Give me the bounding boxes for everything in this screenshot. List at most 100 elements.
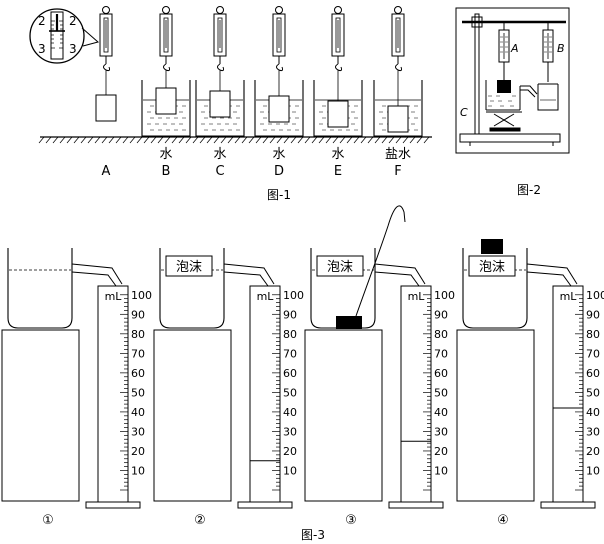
step-number: ① — [42, 513, 54, 528]
foam-label: 泡沫 — [176, 260, 202, 275]
metal-block — [209, 90, 231, 118]
tick-label: 30 — [131, 425, 145, 438]
tick-label: 60 — [131, 367, 145, 380]
support-block — [304, 329, 383, 502]
step-number: ② — [194, 513, 206, 528]
label-c: C — [460, 106, 468, 119]
spring-scale-b — [542, 22, 554, 82]
tick-label: 40 — [131, 406, 145, 419]
tick-label: 70 — [586, 347, 600, 360]
tick-label: 30 — [283, 425, 297, 438]
figure-2-caption: 图-2 — [517, 183, 541, 197]
cylinder-base — [237, 501, 293, 509]
ground-hatch — [38, 136, 430, 144]
panel-letter: E — [334, 164, 342, 179]
stand-base — [459, 133, 561, 143]
pull-string — [355, 205, 406, 317]
tick-label: 60 — [434, 367, 448, 380]
figure-1-caption: 图-1 — [267, 188, 291, 202]
liquid-label: 水 — [272, 147, 285, 162]
liquid-label: 水 — [331, 147, 344, 162]
scale-panel-b: B水 — [141, 6, 191, 179]
tick-label: 90 — [434, 308, 448, 321]
scale-panel-a: A — [95, 6, 117, 179]
tick-label: 20 — [434, 445, 448, 458]
tick-label: 100 — [283, 289, 304, 302]
foam-float — [316, 255, 364, 277]
tick-label: 40 — [586, 406, 600, 419]
overflow-cup — [7, 248, 73, 329]
panel-letter: B — [162, 164, 171, 179]
tick-label: 90 — [586, 308, 600, 321]
metal-block — [268, 95, 290, 123]
catch-beaker — [537, 83, 559, 111]
tick-label: 40 — [283, 406, 297, 419]
scale-panel-d: D水 — [254, 6, 304, 179]
tick-label: 60 — [283, 367, 297, 380]
foam-label: 泡沫 — [327, 260, 353, 275]
gauge-number: 2 — [69, 14, 77, 28]
tick-label: 90 — [131, 308, 145, 321]
metal-block — [327, 100, 349, 128]
tick-label: 10 — [283, 464, 297, 477]
lab-jack — [486, 111, 522, 132]
tick-label: 70 — [283, 347, 297, 360]
foam-float — [165, 255, 213, 277]
tick-label: 20 — [131, 445, 145, 458]
gauge-number: 2 — [38, 14, 46, 28]
tick-label: 20 — [586, 445, 600, 458]
beaker — [313, 80, 363, 137]
tick-label: 90 — [283, 308, 297, 321]
block — [481, 239, 503, 254]
panel-letter: D — [274, 164, 284, 179]
beaker — [373, 80, 423, 137]
beaker — [254, 80, 304, 137]
metal-block — [155, 87, 177, 115]
unit-label: mL — [408, 290, 426, 303]
tick-label: 80 — [283, 328, 297, 341]
scale-a-label: A — [510, 42, 519, 55]
gauge-number: 3 — [69, 42, 77, 56]
tick-label: 30 — [434, 425, 448, 438]
support-block — [456, 329, 535, 502]
tick-label: 30 — [586, 425, 600, 438]
tick-label: 60 — [586, 367, 600, 380]
tick-label: 40 — [434, 406, 448, 419]
block — [497, 80, 511, 93]
scale-b-label: B — [557, 42, 565, 55]
figure-3-caption: 图-3 — [301, 528, 325, 542]
panel-letter: C — [215, 164, 224, 179]
gauge-magnifier: 2 2 3 3 — [29, 8, 100, 64]
tick-label: 70 — [131, 347, 145, 360]
tick-label: 10 — [131, 464, 145, 477]
liquid-label: 水 — [159, 147, 172, 162]
scale-panel-f: F 盐水 — [373, 6, 423, 179]
cylinder-base — [540, 501, 596, 509]
gauge-number: 3 — [38, 42, 46, 56]
tick-label: 10 — [586, 464, 600, 477]
tick-label: 10 — [434, 464, 448, 477]
tick-label: 50 — [434, 386, 448, 399]
tick-label: 80 — [586, 328, 600, 341]
liquid-label: 盐水 — [385, 147, 411, 162]
liquid-label: 水 — [213, 147, 226, 162]
metal-block — [95, 94, 117, 122]
figure-2: A B — [455, 7, 570, 197]
panel-letter: A — [102, 164, 111, 179]
foam-label: 泡沫 — [479, 260, 505, 275]
block — [336, 316, 362, 329]
tick-label: 80 — [434, 328, 448, 341]
tick-label: 50 — [586, 386, 600, 399]
panel-letter: F — [394, 164, 401, 179]
support-block — [153, 329, 232, 502]
